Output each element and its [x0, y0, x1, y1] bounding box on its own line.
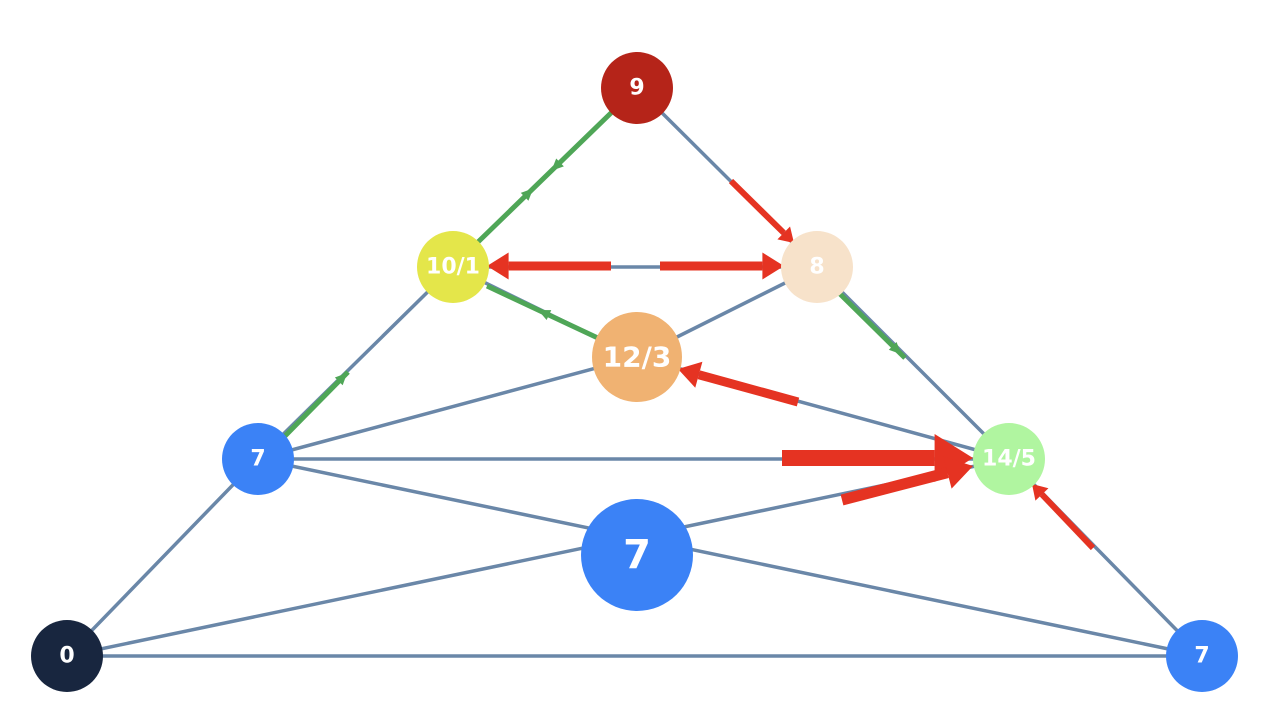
node-label: 7: [623, 532, 651, 578]
red-arrow-to-center-upper: [678, 361, 800, 407]
node-circle: [592, 312, 682, 402]
green-flow-upper-left-center-upper: [485, 283, 602, 342]
green-flow-top-upper-left: [476, 110, 614, 244]
node-circle: [222, 423, 294, 495]
node-circle: [31, 620, 103, 692]
red-arrow-to-upper-left: [487, 252, 611, 280]
node-label: 14/5: [982, 447, 1036, 472]
node-circle: [581, 499, 693, 611]
green-flow-upper-right-mid-right: [836, 290, 907, 360]
node-bottom-left: 0: [31, 620, 103, 692]
edge-mid-left-bottom-right: [257, 457, 1203, 658]
node-top: 9: [601, 52, 673, 124]
node-label: 8: [809, 255, 824, 280]
nodes-layer: 9 10/1 8 12/3 7 14/5 7 0 7: [31, 52, 1238, 692]
edge-mid-left-center-upper: [257, 355, 638, 461]
red-arrow-top-to-upper-right: [728, 178, 794, 243]
node-center-lower: 7: [581, 499, 693, 611]
node-label: 7: [1194, 644, 1209, 669]
node-mid-right: 14/5: [973, 423, 1045, 495]
node-upper-left: 10/1: [417, 231, 489, 303]
node-bottom-right: 7: [1166, 620, 1238, 692]
node-label: 0: [59, 644, 74, 669]
red-arrow-to-upper-right: [660, 252, 784, 280]
node-circle: [601, 52, 673, 124]
node-mid-left: 7: [222, 423, 294, 495]
node-label: 12/3: [603, 341, 672, 374]
node-center-upper: 12/3: [592, 312, 682, 402]
node-circle: [781, 231, 853, 303]
red-arrow-center-lower-to-mid-right: [840, 456, 973, 506]
node-circle: [1166, 620, 1238, 692]
node-upper-right: 8: [781, 231, 853, 303]
edge-upper-right-mid-right: [815, 265, 1011, 461]
node-circle: [973, 423, 1045, 495]
node-circle: [417, 231, 489, 303]
node-label: 9: [629, 76, 644, 101]
arrows-layer: [283, 110, 1096, 551]
green-flow-mid-left-upper-left: [283, 370, 350, 438]
node-label: 7: [250, 447, 265, 472]
red-arrow-bottom-right-to-mid-right: [1032, 484, 1096, 551]
edge-mid-left-bottom-left: [65, 457, 260, 658]
node-label: 10/1: [426, 255, 480, 280]
